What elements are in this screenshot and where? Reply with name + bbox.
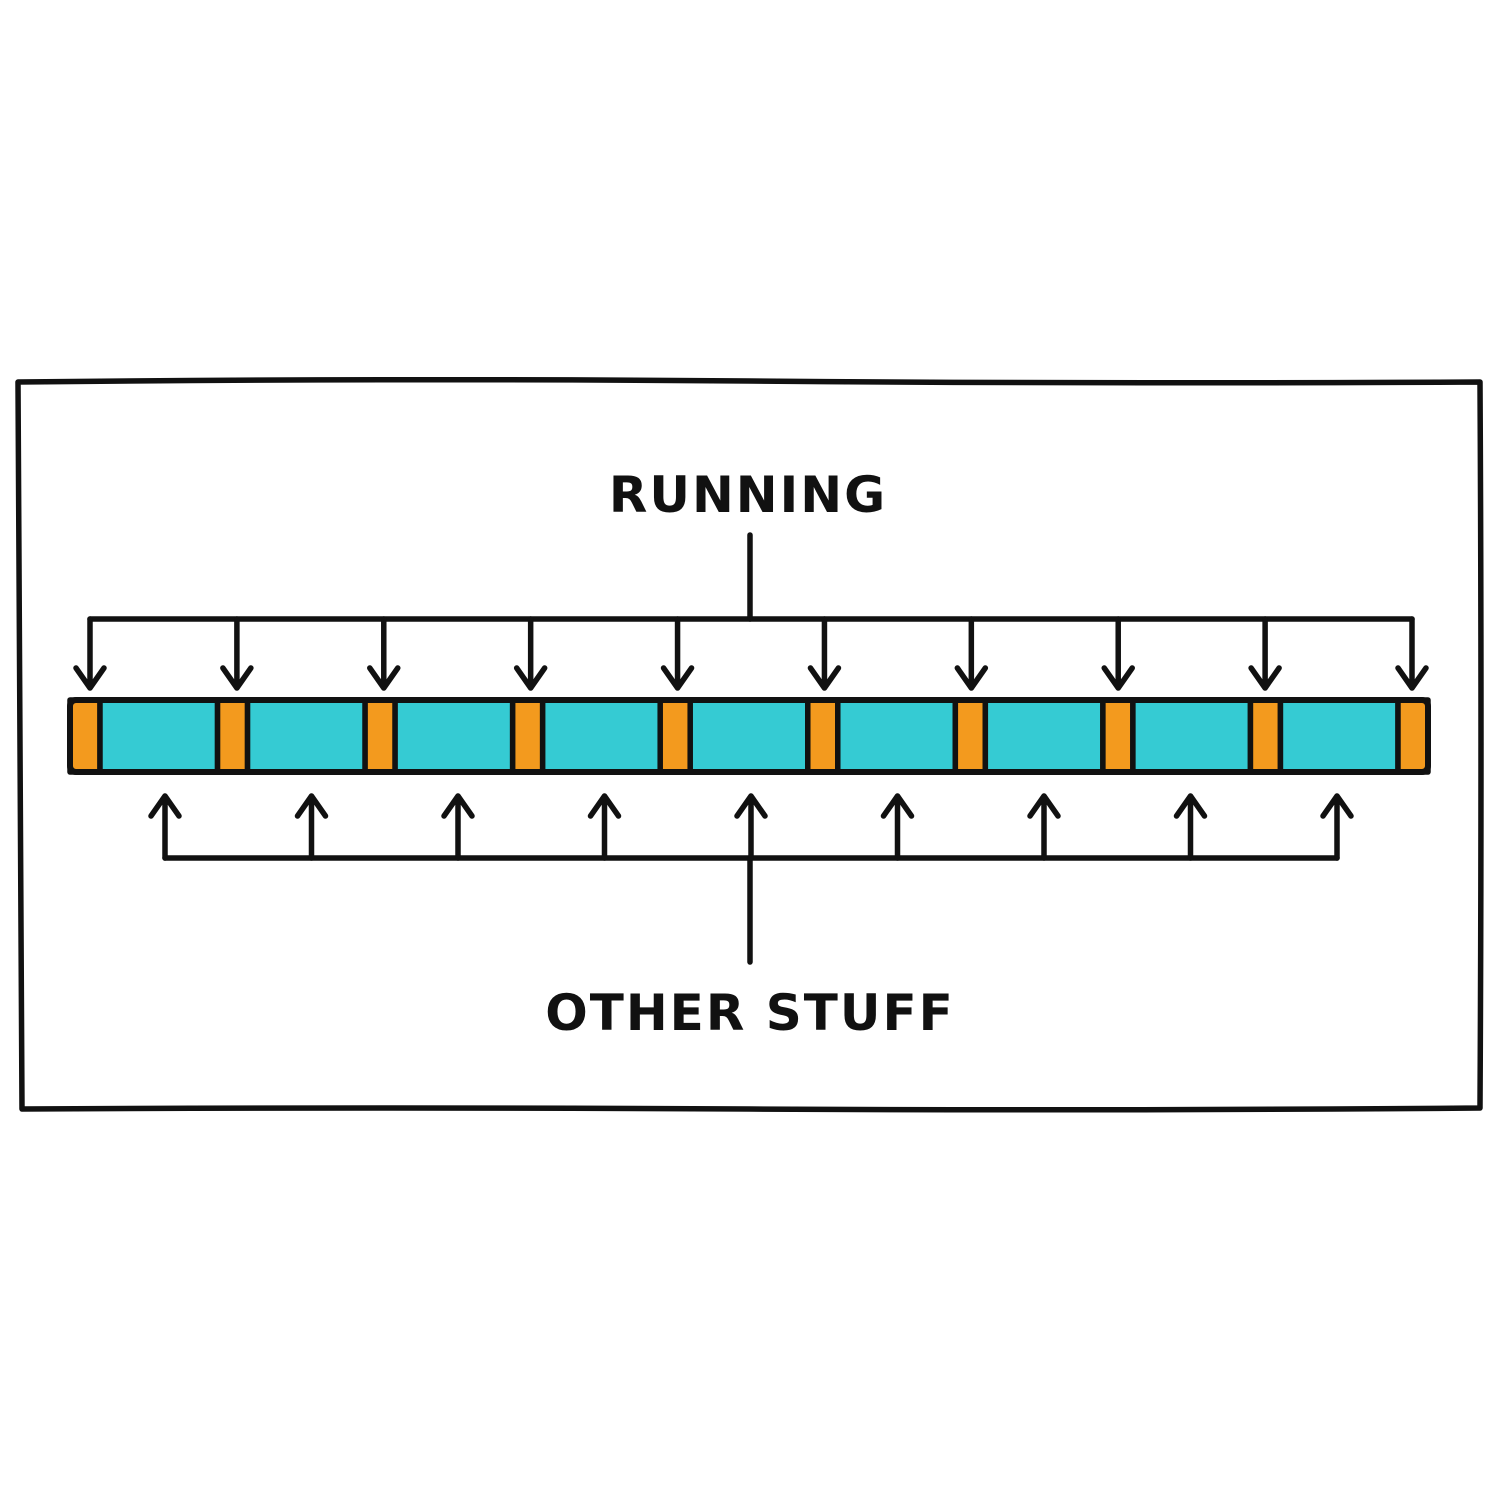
down-arrow-icon [1248, 616, 1282, 691]
running-label: RUNNING [609, 466, 887, 524]
up-arrow-icon [1027, 793, 1061, 861]
other-stuff-segment [539, 697, 663, 775]
other-stuff-segment [392, 697, 516, 775]
running-bracket [73, 532, 1429, 691]
up-arrow-icon [1173, 793, 1208, 861]
running-segment [1100, 697, 1136, 775]
down-arrow-icon [1101, 616, 1135, 691]
other-stuff-segment [1277, 697, 1401, 775]
other-stuff-segment [1130, 697, 1254, 775]
down-arrow-icon [513, 616, 548, 691]
timeline-bar [67, 697, 1431, 775]
up-arrow-icon [1320, 793, 1354, 861]
up-arrow-icon [148, 793, 182, 861]
up-arrow-icon [880, 793, 915, 861]
other-stuff-segment [687, 697, 811, 775]
other-stuff-label: OTHER STUFF [545, 984, 955, 1042]
down-arrow-icon [1395, 616, 1429, 691]
down-arrow-icon [73, 616, 107, 691]
down-arrow-icon [220, 616, 254, 691]
down-arrow-icon [367, 616, 401, 691]
running-segment [67, 697, 103, 775]
running-segment [805, 697, 841, 775]
running-segment [952, 697, 989, 775]
other-stuff-segment [982, 697, 1106, 775]
running-segment [657, 697, 693, 775]
other-stuff-segment [835, 697, 959, 775]
running-segment [509, 697, 546, 775]
up-arrow-icon [294, 793, 329, 861]
down-arrow-icon [954, 616, 989, 691]
diagram-frame [15, 376, 1484, 1113]
other-stuff-segment [97, 697, 221, 775]
running-segment [1395, 697, 1431, 775]
down-arrow-icon [807, 616, 842, 691]
other-stuff-segment [244, 697, 368, 775]
running-segment [362, 697, 398, 775]
timeline-bar-outline [67, 697, 1431, 775]
running-segment [214, 697, 251, 775]
up-arrow-icon [734, 793, 768, 861]
running-segment [1247, 697, 1284, 775]
down-arrow-icon [660, 616, 695, 691]
other-stuff-bracket [148, 793, 1354, 965]
up-arrow-icon [587, 793, 622, 861]
up-arrow-icon [441, 793, 475, 861]
